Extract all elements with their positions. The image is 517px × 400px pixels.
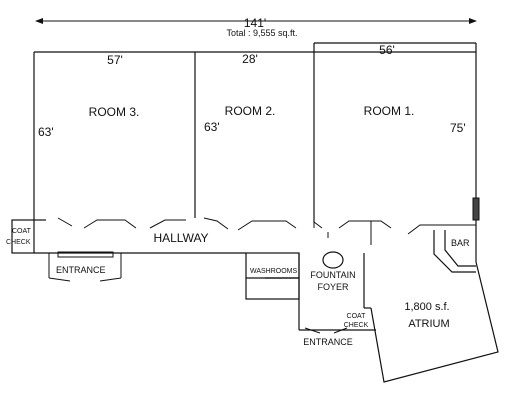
washrooms-label: WASHROOMS bbox=[250, 268, 298, 275]
coat-check-left-label-1: COAT bbox=[12, 228, 32, 235]
walls bbox=[11, 42, 499, 383]
coat-check-left-label-2: CHECK bbox=[6, 239, 31, 246]
room1-depth-label: 75' bbox=[450, 121, 466, 135]
bar-label: BAR bbox=[451, 238, 470, 248]
room2-label: ROOM 2. bbox=[225, 104, 276, 118]
hallway-doors bbox=[34, 217, 476, 245]
entrance-left-label: ENTRANCE bbox=[56, 265, 106, 275]
room3-depth-label: 63' bbox=[38, 125, 54, 139]
coat-check-right-label-2: CHECK bbox=[344, 322, 369, 329]
foyer-label: FOYER bbox=[317, 282, 349, 292]
room1-width-label: 56' bbox=[379, 43, 395, 57]
fountain bbox=[322, 251, 344, 269]
total-area-label: Total : 9,555 sq.ft. bbox=[226, 28, 297, 38]
room3-width-label: 57' bbox=[107, 53, 123, 67]
bottom-entrance-doors bbox=[304, 327, 348, 334]
room2-depth-label: 63' bbox=[204, 120, 220, 134]
coat-check-right-label-1: COAT bbox=[347, 313, 367, 320]
room2-width-label: 28' bbox=[242, 52, 258, 66]
atrium-label: ATRIUM bbox=[408, 318, 449, 330]
entrance-bottom-label: ENTRANCE bbox=[303, 337, 353, 347]
atrium-area-label: 1,800 s.f. bbox=[404, 301, 449, 313]
fountain-label: FOUNTAIN bbox=[310, 270, 355, 280]
hallway-label: HALLWAY bbox=[153, 231, 208, 245]
room3-label: ROOM 3. bbox=[89, 105, 140, 119]
room1-label: ROOM 1. bbox=[364, 104, 415, 118]
overall-width-label: 141' bbox=[244, 16, 266, 30]
